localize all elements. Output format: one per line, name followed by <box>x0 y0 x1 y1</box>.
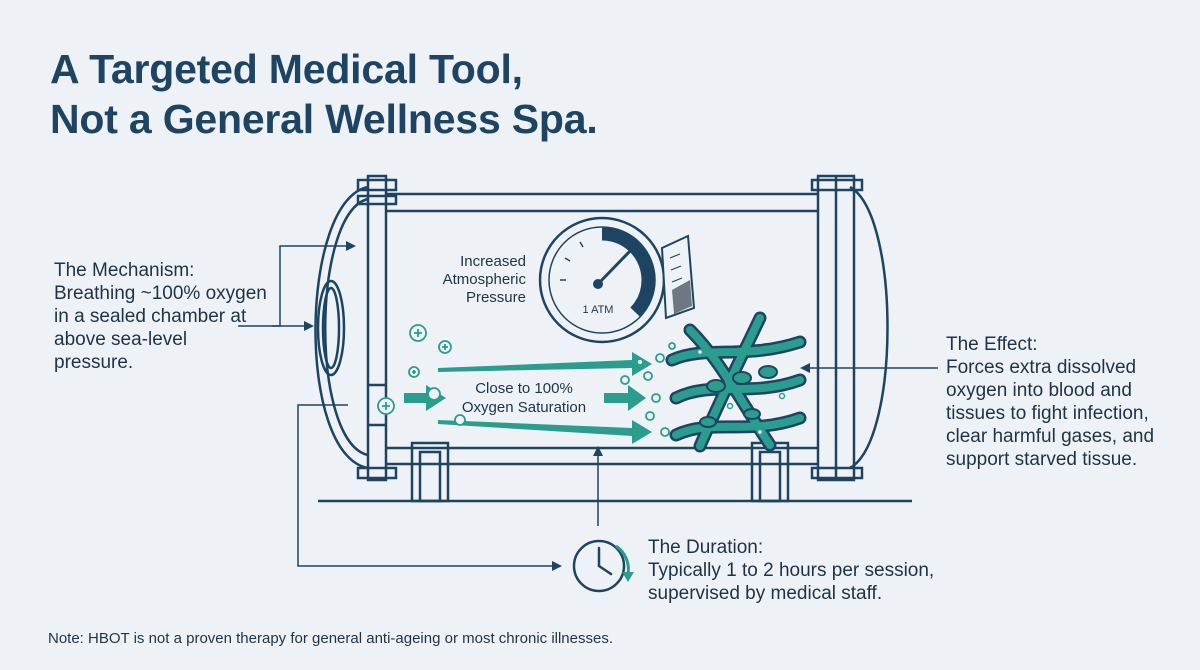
effect-callout: The Effect: Forces extra dissolved oxyge… <box>946 333 1176 471</box>
tissue-vessels <box>665 311 807 453</box>
duration-text: Typically 1 to 2 hours per session, supe… <box>648 560 935 604</box>
footnote: Note: HBOT is not a proven therapy for g… <box>48 630 614 647</box>
connector-lines <box>238 241 938 571</box>
flow-label: Close to 100% Oxygen Saturation <box>462 380 586 416</box>
chamber-base <box>318 441 912 503</box>
title-line-1: A Targeted Medical Tool, <box>50 46 523 92</box>
mechanism-heading: The Mechanism: <box>54 260 195 281</box>
title-line-2: Not a General Wellness Spa. <box>50 96 598 142</box>
effect-heading: The Effect: <box>946 334 1038 355</box>
oxygen-flow-arrows <box>404 352 652 444</box>
duration-callout: The Duration: Typically 1 to 2 hours per… <box>648 536 968 605</box>
mechanism-text: Breathing ~100% oxygen in a sealed chamb… <box>54 283 267 373</box>
mechanism-callout: The Mechanism: Breathing ~100% oxygen in… <box>54 259 269 374</box>
chamber-body <box>314 174 889 482</box>
gauge-label: Increased Atmospheric Pressure <box>443 253 527 306</box>
page-title: A Targeted Medical Tool, Not a General W… <box>50 44 598 144</box>
flow-label-line-2: Oxygen Saturation <box>462 399 586 416</box>
flow-label-line-1: Close to 100% <box>475 380 573 397</box>
effect-text: Forces extra dissolved oxygen into blood… <box>946 357 1155 470</box>
duration-heading: The Duration: <box>648 537 764 558</box>
oxygen-bubble-icon <box>377 324 676 437</box>
gauge-reading: 1 ATM <box>583 304 614 316</box>
gauge-label-line-1: Increased <box>460 253 526 270</box>
gauge-label-line-2: Atmospheric <box>443 271 527 288</box>
gauge-label-line-3: Pressure <box>466 289 526 306</box>
pressure-gauge-icon <box>538 216 696 344</box>
clock-icon <box>572 539 634 593</box>
